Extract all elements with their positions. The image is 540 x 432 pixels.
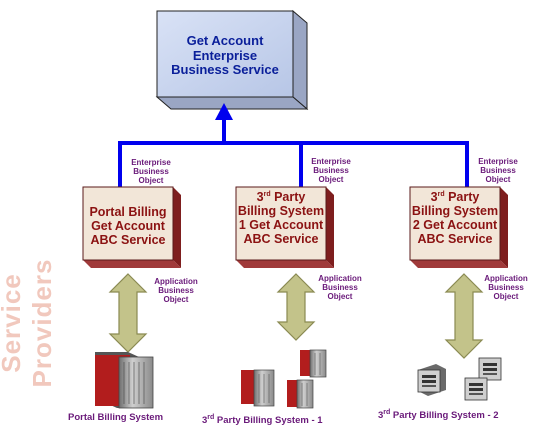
provider-box-portal xyxy=(82,186,181,268)
provider-third-party-2-title: 3rd Party Billing System 2 Get Account A… xyxy=(411,190,499,246)
server-icon xyxy=(287,379,314,409)
portal-billing-system-label: Portal Billing System xyxy=(68,412,164,423)
server-icon xyxy=(464,377,488,401)
server-icon xyxy=(300,349,327,378)
server-icon xyxy=(417,364,446,396)
connector-lines xyxy=(118,118,469,187)
enterprise-business-service-box xyxy=(155,9,309,111)
third-party-billing-system-1-label: 3rd Party Billing System - 1 xyxy=(202,414,323,427)
service-providers-label: Service Providers xyxy=(0,258,57,388)
double-arrow-icon xyxy=(276,273,316,341)
double-arrow-icon xyxy=(444,273,484,359)
double-arrow-icon xyxy=(108,273,148,353)
enterprise-service-title: Get Account Enterprise Business Service xyxy=(171,33,279,78)
provider-box-third-party-2 xyxy=(409,186,508,268)
server-icon xyxy=(95,352,154,409)
third-party-billing-system-2-label: 3rd Party Billing System - 2 xyxy=(378,409,499,422)
server-icon xyxy=(241,369,275,407)
up-arrow-icon xyxy=(215,103,233,120)
provider-portal-title: Portal Billing Get Account ABC Service xyxy=(89,205,167,247)
server-icon xyxy=(478,357,502,381)
provider-third-party-1-title: 3rd Party Billing System 1 Get Account A… xyxy=(237,190,325,246)
provider-box-third-party-1 xyxy=(235,186,334,268)
